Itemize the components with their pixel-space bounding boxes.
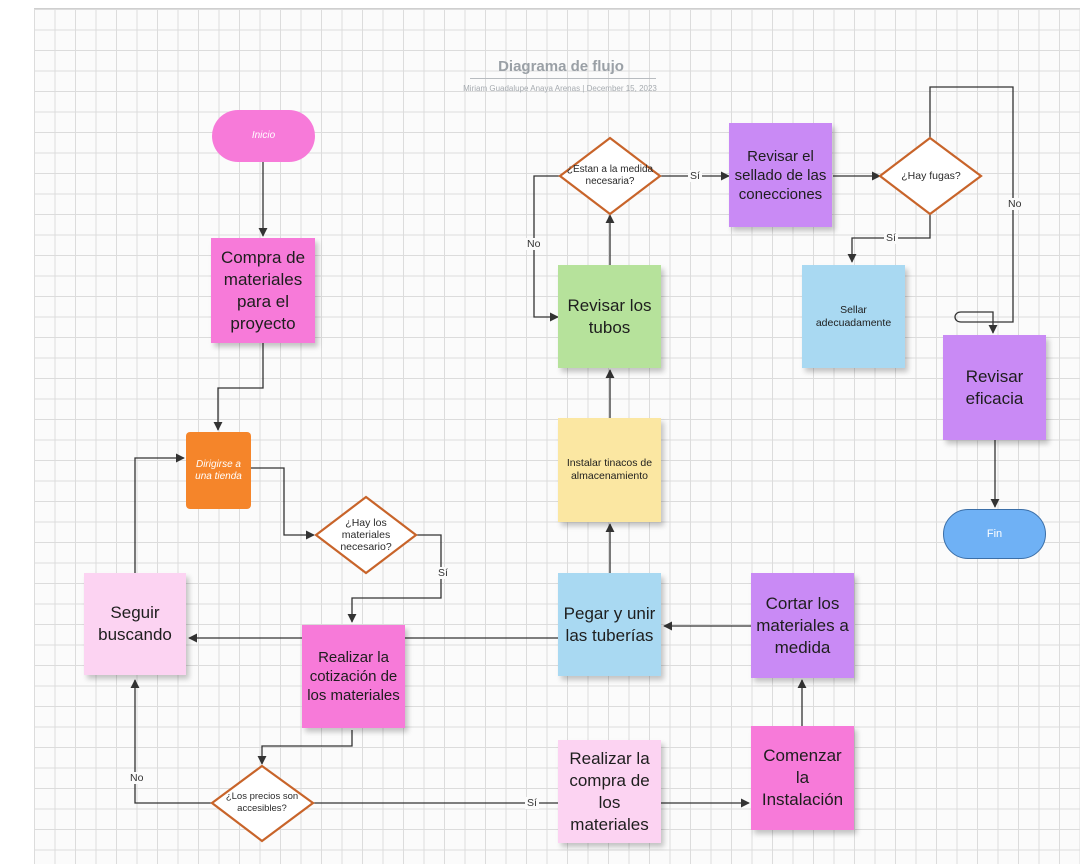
edge-dirigirse-decision — [251, 467, 315, 540]
decision-hay-fugas: ¿Hay fugas? — [901, 170, 961, 182]
edge-cotizacion-precios — [257, 730, 353, 765]
decision-hay-materiales-shape — [314, 495, 418, 575]
node-revisar-tubos: Revisar los tubos — [558, 265, 661, 368]
label-si-medida: Sí — [688, 170, 702, 182]
decision-medida-shape — [558, 136, 662, 216]
label-no-fugas: No — [1006, 198, 1024, 210]
diagram-canvas — [34, 8, 1080, 864]
decision-fugas-shape — [878, 136, 983, 216]
node-compra-materiales: Compra de materiales para el proyecto — [211, 238, 315, 343]
node-revisar-eficacia: Revisar eficacia — [943, 335, 1046, 440]
node-instalar-tinacos: Instalar tinacos de almacenamiento — [558, 418, 661, 522]
label-si-materiales: Sí — [436, 567, 450, 579]
decision-estan-medida: ¿Estan a la medida necesaria? — [566, 164, 654, 187]
edge-fugas-no — [929, 86, 1014, 334]
decision-precios-shape — [210, 764, 315, 843]
edge-precios-no — [130, 679, 212, 804]
label-si-fugas: Sí — [884, 232, 898, 244]
title-underline — [470, 78, 656, 79]
diagram-title: Diagrama de flujo — [498, 58, 624, 75]
edge-materiales-si — [347, 534, 442, 623]
node-realizar-compra: Realizar la compra de los materiales — [558, 740, 661, 843]
node-pegar-tuberias: Pegar y unir las tuberías — [558, 573, 661, 676]
node-revisar-sellado: Revisar el sellado de las conecciones — [729, 123, 832, 227]
node-cotizacion: Realizar la cotización de los materiales — [302, 625, 405, 728]
edge-seguir-dirigirse — [134, 453, 185, 573]
label-no-medida: No — [525, 238, 543, 250]
decision-hay-materiales: ¿Hay los materiales necesario? — [340, 517, 392, 553]
diagram-subtitle: Miriam Guadalupe Anaya Arenas | December… — [463, 84, 657, 93]
label-no-precios: No — [128, 772, 146, 784]
node-inicio: Inicio — [212, 110, 315, 162]
edge-compra-dirigirse — [213, 343, 264, 431]
node-seguir-buscando: Seguir buscando — [84, 573, 186, 675]
node-dirigirse-tienda: Dirigirse a una tienda — [186, 432, 251, 509]
node-comenzar-instalacion: Comenzar la Instalación — [751, 726, 854, 830]
node-fin: Fin — [943, 509, 1046, 559]
decision-precios: ¿Los precios son accesibles? — [225, 791, 299, 814]
label-si-precios: Sí — [525, 797, 539, 809]
node-cortar-materiales: Cortar los materiales a medida — [751, 573, 854, 678]
node-sellar-adecuadamente: Sellar adecuadamente — [802, 265, 905, 368]
